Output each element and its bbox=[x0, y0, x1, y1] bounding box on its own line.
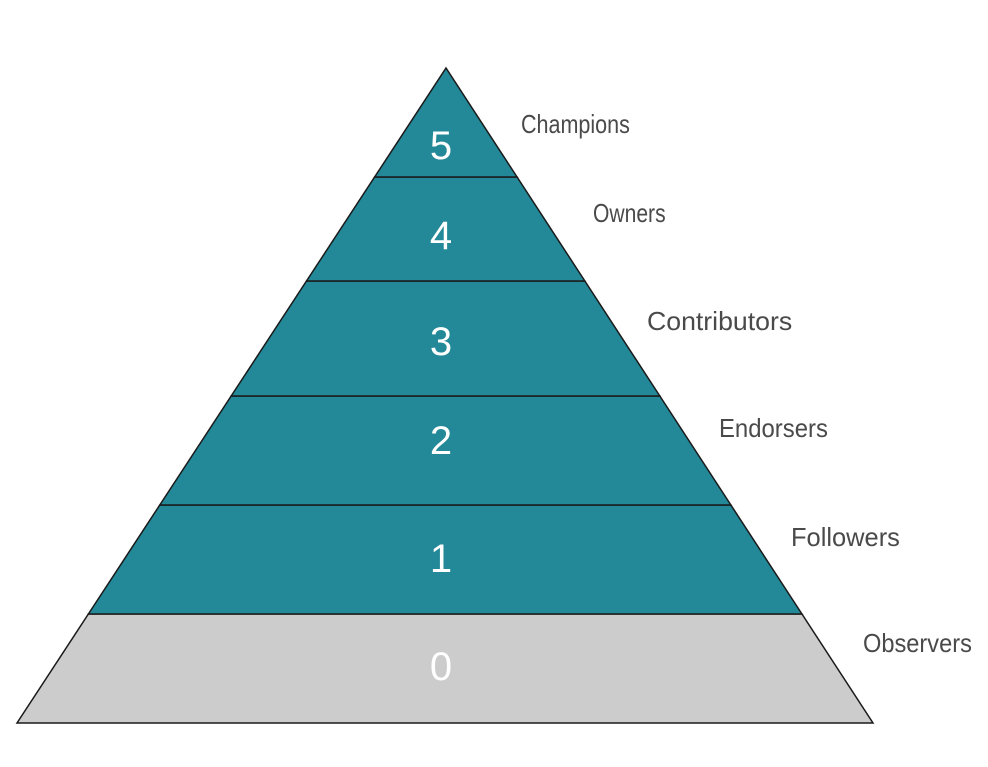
level-number-4: 4 bbox=[430, 214, 452, 258]
level-label-contributors: Contributors bbox=[647, 306, 792, 336]
level-number-3: 3 bbox=[430, 320, 452, 364]
level-number-5: 5 bbox=[430, 124, 452, 168]
level-labels: Observers Followers Endorsers Contributors O… bbox=[521, 109, 972, 658]
pyramid-bands bbox=[15, 66, 875, 724]
level-number-2: 2 bbox=[430, 419, 452, 463]
level-label-champions: Champions bbox=[521, 109, 630, 139]
level-label-owners: Owners bbox=[593, 198, 666, 228]
pyramid-band-level-5 bbox=[373, 66, 519, 178]
level-label-followers: Followers bbox=[791, 522, 900, 552]
level-label-observers: Observers bbox=[863, 628, 972, 658]
level-number-0: 0 bbox=[430, 645, 452, 689]
level-number-1: 1 bbox=[430, 537, 452, 581]
level-label-endorsers: Endorsers bbox=[719, 413, 828, 443]
level-numbers: 0 1 2 3 4 5 bbox=[430, 124, 452, 689]
